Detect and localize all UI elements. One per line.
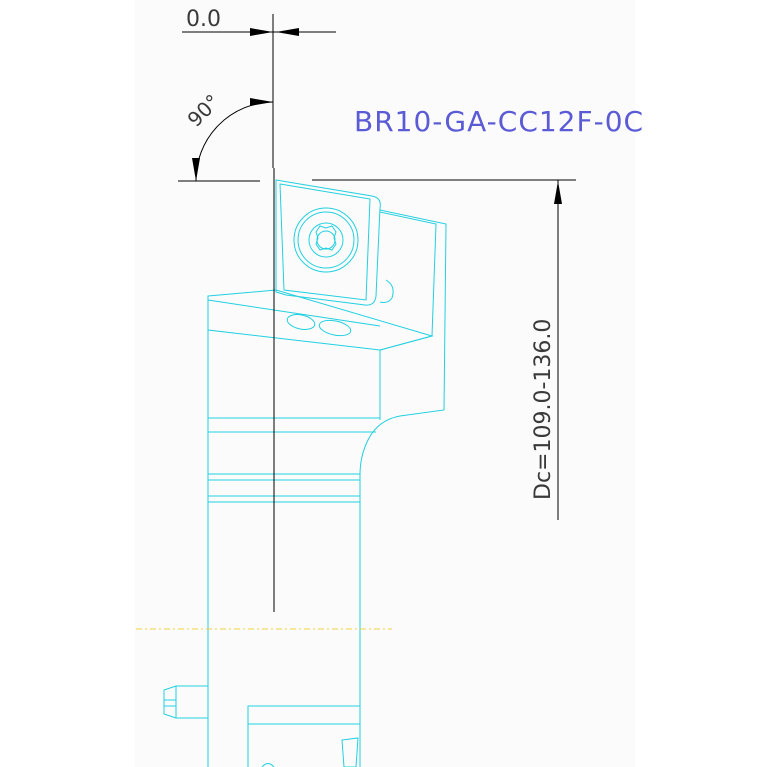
offset-label: 0.0 — [186, 7, 221, 32]
bottom-notch — [261, 763, 275, 767]
offset-arrow-right — [276, 28, 299, 36]
tool-holder — [163, 179, 447, 767]
torx-icon — [315, 225, 337, 251]
screw-head — [297, 211, 355, 269]
coolant-hole-1 — [286, 314, 316, 330]
insert-plate-inner — [279, 183, 371, 301]
angle-arrow-bottom — [192, 158, 200, 181]
seat-pin — [379, 279, 394, 303]
insert-plate — [275, 179, 381, 306]
diameter-arrow-top — [554, 181, 562, 204]
bottom-key — [341, 737, 359, 767]
diameter-label: Dc=109.0-136.0 — [531, 319, 556, 500]
bevel-line — [207, 299, 381, 327]
offset-arrow-left — [250, 28, 273, 36]
offset-dimension: 0.0 — [182, 7, 336, 168]
coolant-hole-2 — [318, 319, 352, 337]
seat-block-right — [359, 209, 447, 476]
diameter-dimension: Dc=109.0-136.0 — [312, 179, 576, 520]
bottom-pocket — [247, 705, 360, 767]
part-number-title: BR10-GA-CC12F-0C — [354, 105, 644, 138]
screw-torx-outer — [308, 222, 344, 258]
angle-arrow-top — [250, 98, 273, 106]
screw-outer-ring — [293, 207, 359, 273]
sheet-area — [135, 0, 635, 767]
